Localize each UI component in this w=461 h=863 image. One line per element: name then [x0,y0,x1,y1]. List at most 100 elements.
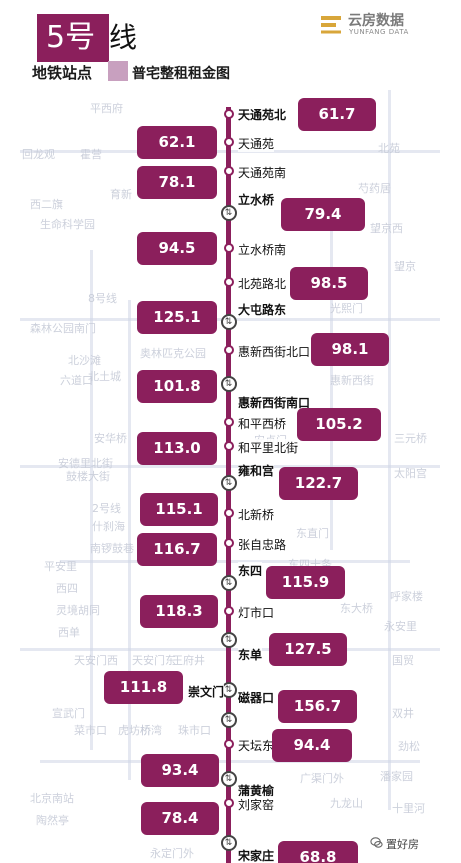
rent-price-badge: 156.7 [278,690,357,723]
transfer-station-icon: ⇅ [220,475,237,491]
brand-name: 云房数据 [348,13,404,29]
background-station-label: 桥湾 [140,724,162,737]
background-station-label: 北土城 [88,370,121,383]
station-dot [223,137,234,147]
background-station-label: 望京西 [370,222,403,235]
background-station-label: 王府井 [172,654,205,667]
brand-english: YUNFANG DATA [349,28,409,36]
background-station-label: 安德里北街 [58,457,113,470]
brand-logo: 云房数据 YUNFANG DATA [318,10,448,38]
background-station-label: 北京南站 [30,792,74,805]
rent-price-badge: 105.2 [297,408,381,441]
watermark: 置好房 [370,836,419,852]
background-station-label: 灵境胡同 [56,604,100,617]
station-dot [223,243,234,253]
background-station-label: 国贸 [392,654,414,667]
rent-price-badge: 98.5 [290,267,368,300]
background-station-label: 奥林匹克公园 [140,347,206,360]
transfer-station-icon: ⇅ [220,314,237,330]
background-line [128,300,131,780]
transfer-station-icon: ⇅ [220,205,237,221]
station-dot [223,109,234,119]
background-station-label: 望京 [394,260,416,273]
background-station-label: 西二旗 [30,198,63,211]
rent-price-badge: 62.1 [137,126,217,159]
station-name: 张自忠路 [238,536,287,553]
background-line [90,250,93,750]
background-station-label: 六道口 [60,374,93,387]
background-station-label: 北苑 [378,142,400,155]
station-name: 刘家窑 [238,796,275,813]
station-dot [223,277,234,287]
background-station-label: 芍药居 [358,182,391,195]
station-dot [223,345,234,355]
background-station-label: 东大桥 [340,602,373,615]
background-station-label: 东直门 [296,527,329,540]
rent-price-badge: 122.7 [279,467,358,500]
background-station-label: 菜市口 [74,724,107,737]
transfer-station-icon: ⇅ [220,835,237,851]
transfer-station-icon: ⇅ [220,575,237,591]
rent-price-badge: 94.5 [137,232,217,265]
background-station-label: 安华桥 [94,432,127,445]
rent-price-badge: 118.3 [140,595,218,628]
station-dot [223,417,234,427]
page-title: 普宅整租租金图 [132,66,230,82]
transfer-station-icon: ⇅ [220,712,237,728]
background-station-label: 潘家园 [380,770,413,783]
rent-price-badge: 78.1 [137,166,217,199]
station-name: 崇文门 [188,683,225,700]
line-suffix: 线 [109,21,138,54]
station-name: 东四 [238,562,263,579]
background-station-label: 永安里 [384,620,417,633]
background-station-label: 三元桥 [394,432,427,445]
station-dot [223,166,234,176]
rent-price-badge: 78.4 [141,802,219,835]
rent-price-badge: 116.7 [137,533,217,566]
station-dot [223,606,234,616]
background-station-label: 珠市口 [178,724,211,737]
background-line [60,560,410,563]
station-name: 和平西桥 [238,415,287,432]
rent-price-badge: 98.1 [311,333,389,366]
station-name: 大屯路东 [238,301,287,318]
rent-price-badge: 115.9 [266,566,345,599]
station-dot [223,798,234,808]
background-station-label: 平安里 [44,560,77,573]
background-station-label: 天安门东 [132,654,176,667]
background-station-label: 劲松 [398,740,420,753]
background-station-label: 南锣鼓巷 [90,542,134,555]
watermark-text: 置好房 [386,838,419,851]
line-badge [37,14,109,62]
station-name: 雍和宫 [238,462,275,479]
station-name: 东单 [238,646,263,663]
background-station-label: 太阳宫 [394,467,427,480]
background-station-label: 生命科学园 [40,218,95,231]
rent-price-badge: 111.8 [104,671,183,704]
background-station-label: 回龙观 [22,148,55,161]
station-dot [223,508,234,518]
station-name: 惠新西街北口 [238,343,311,360]
station-dot [223,538,234,548]
station-name: 宋家庄 [238,847,275,863]
background-station-label: 育新 [110,188,132,201]
station-name: 北苑路北 [238,275,287,292]
background-station-label: 鼓楼大街 [66,470,110,483]
transfer-station-icon: ⇅ [220,376,237,392]
background-station-label: 广渠门外 [300,772,344,785]
station-name: 天通苑南 [238,164,287,181]
background-station-label: 8号线 [88,292,117,305]
background-station-label: 北沙滩 [68,354,101,367]
rent-price-badge: 79.4 [281,198,365,231]
station-name: 天通苑 [238,135,275,152]
background-station-label: 2号线 [92,502,121,515]
rent-price-badge: 68.8 [278,841,358,863]
rent-price-badge: 93.4 [141,754,219,787]
line-badge-accent [108,61,128,81]
line-number: 5号 [46,20,96,55]
background-station-label: 光熙门 [330,302,363,315]
background-station-label: 什刹海 [92,520,125,533]
station-name: 天通苑北 [238,106,287,123]
station-name: 惠新西街南口 [238,394,311,411]
